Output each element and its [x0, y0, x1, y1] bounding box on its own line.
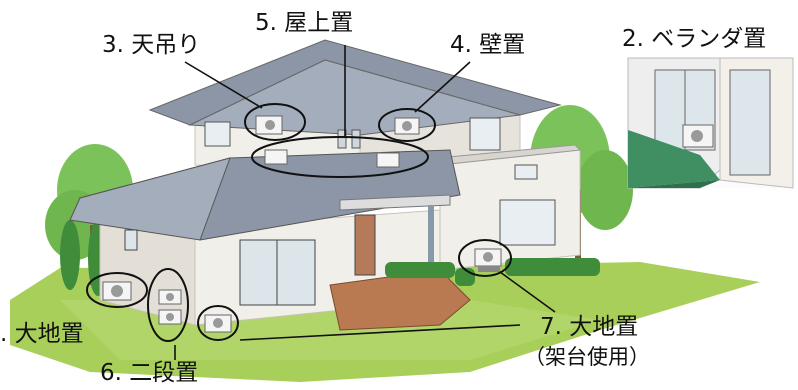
leader-hanging [184, 61, 263, 109]
callout-ellipse-wall [378, 108, 436, 142]
label-two-tier: 6. 二段置 [100, 360, 199, 386]
leader-ground-right [239, 324, 521, 341]
label-ground-left: . 大地置 [0, 321, 84, 347]
veranda-floor [628, 130, 720, 188]
label-rooftop: 5. 屋上置 [255, 10, 354, 36]
veranda-inset [627, 57, 794, 189]
label-ground-stand-sub: （架台使用） [524, 345, 650, 369]
label-wall: 4. 壁置 [450, 32, 526, 58]
leader-wall [414, 61, 471, 113]
label-veranda: 2. ベランダ置 [622, 26, 767, 52]
label-hanging: 3. 天吊り [102, 32, 201, 58]
callout-ellipse-rooftop [251, 136, 429, 178]
callout-ellipse-stand [458, 239, 512, 277]
ac-unit-rooftop-2 [376, 152, 400, 168]
callout-ellipse-hanging [244, 103, 306, 141]
leader-stand [499, 271, 556, 313]
callout-ellipse-two-tier [147, 268, 189, 342]
callout-ellipse-ground-left [86, 272, 148, 308]
ac-unit-rooftop-1 [264, 149, 288, 165]
label-ground-stand: 7. 大地置 [540, 314, 639, 340]
callout-ellipse-ground-right [197, 305, 239, 341]
